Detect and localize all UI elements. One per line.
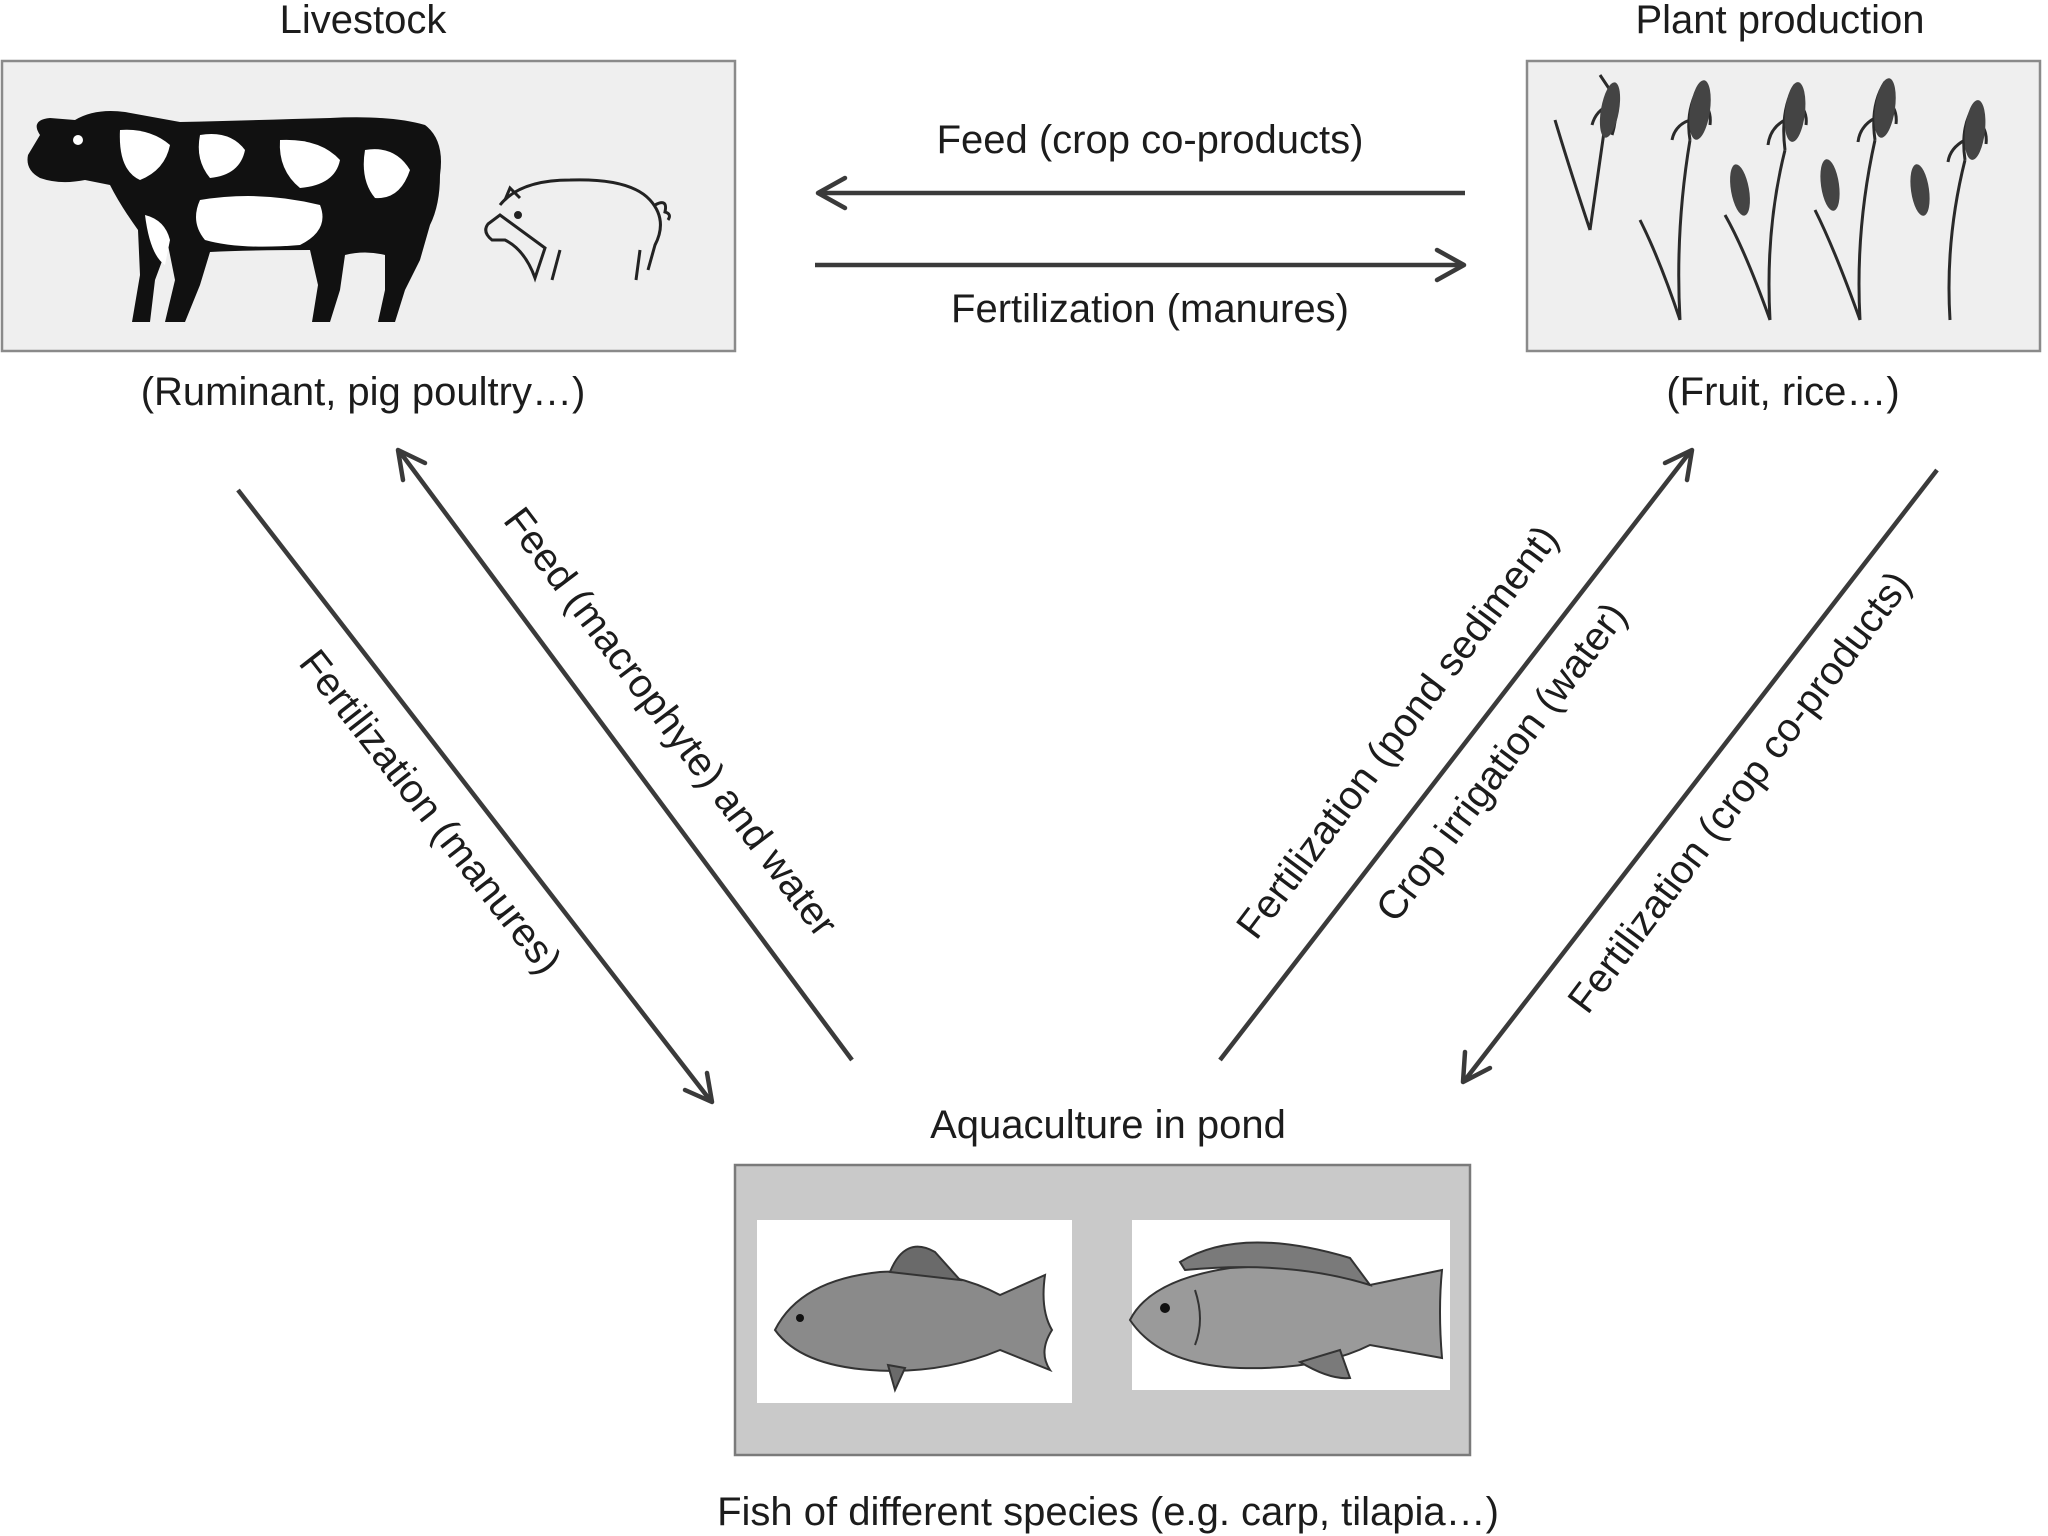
edge-label-feed-crop-co-products: Feed (crop co-products) [937,118,1364,162]
aquaculture-node: Aquaculture in pond Fish of different sp… [717,1103,1499,1534]
aquaculture-title: Aquaculture in pond [930,1103,1286,1147]
cow-icon [27,111,441,322]
livestock-node: Livestock (Ruminant, pig poultry…) [0,0,737,414]
plant-subtitle: (Fruit, rice…) [1666,370,1899,414]
livestock-subtitle: (Ruminant, pig poultry…) [141,370,586,414]
arrow-aquaculture-to-livestock: Feed (macrophyte) and water [395,447,854,1062]
arrow-livestock-to-aquaculture: Fertilization (manures) [236,488,715,1105]
plant-title: Plant production [1635,0,1924,42]
aquaculture-subtitle: Fish of different species (e.g. carp, ti… [717,1490,1499,1534]
plant-node: Plant production (Fruit, rice…) [1525,0,2042,414]
edge-label-feed-macrophyte-water: Feed (macrophyte) and water [495,499,846,945]
edge-label-fertilization-manures-top: Fertilization (manures) [951,287,1349,331]
wheat-icon [1553,74,1988,321]
arrow-plant-to-livestock: Feed (crop co-products) [815,118,1465,211]
arrow-livestock-to-plant: Fertilization (manures) [815,247,1467,331]
carp-icon [773,1245,1054,1393]
edge-label-fertilization-manures-left: Fertilization (manures) [290,642,570,983]
edge-label-crop-irrigation-water: Crop irrigation (water) [1368,594,1636,929]
tilapia-icon [1128,1241,1444,1380]
livestock-title: Livestock [280,0,448,42]
pig-icon [484,178,671,283]
